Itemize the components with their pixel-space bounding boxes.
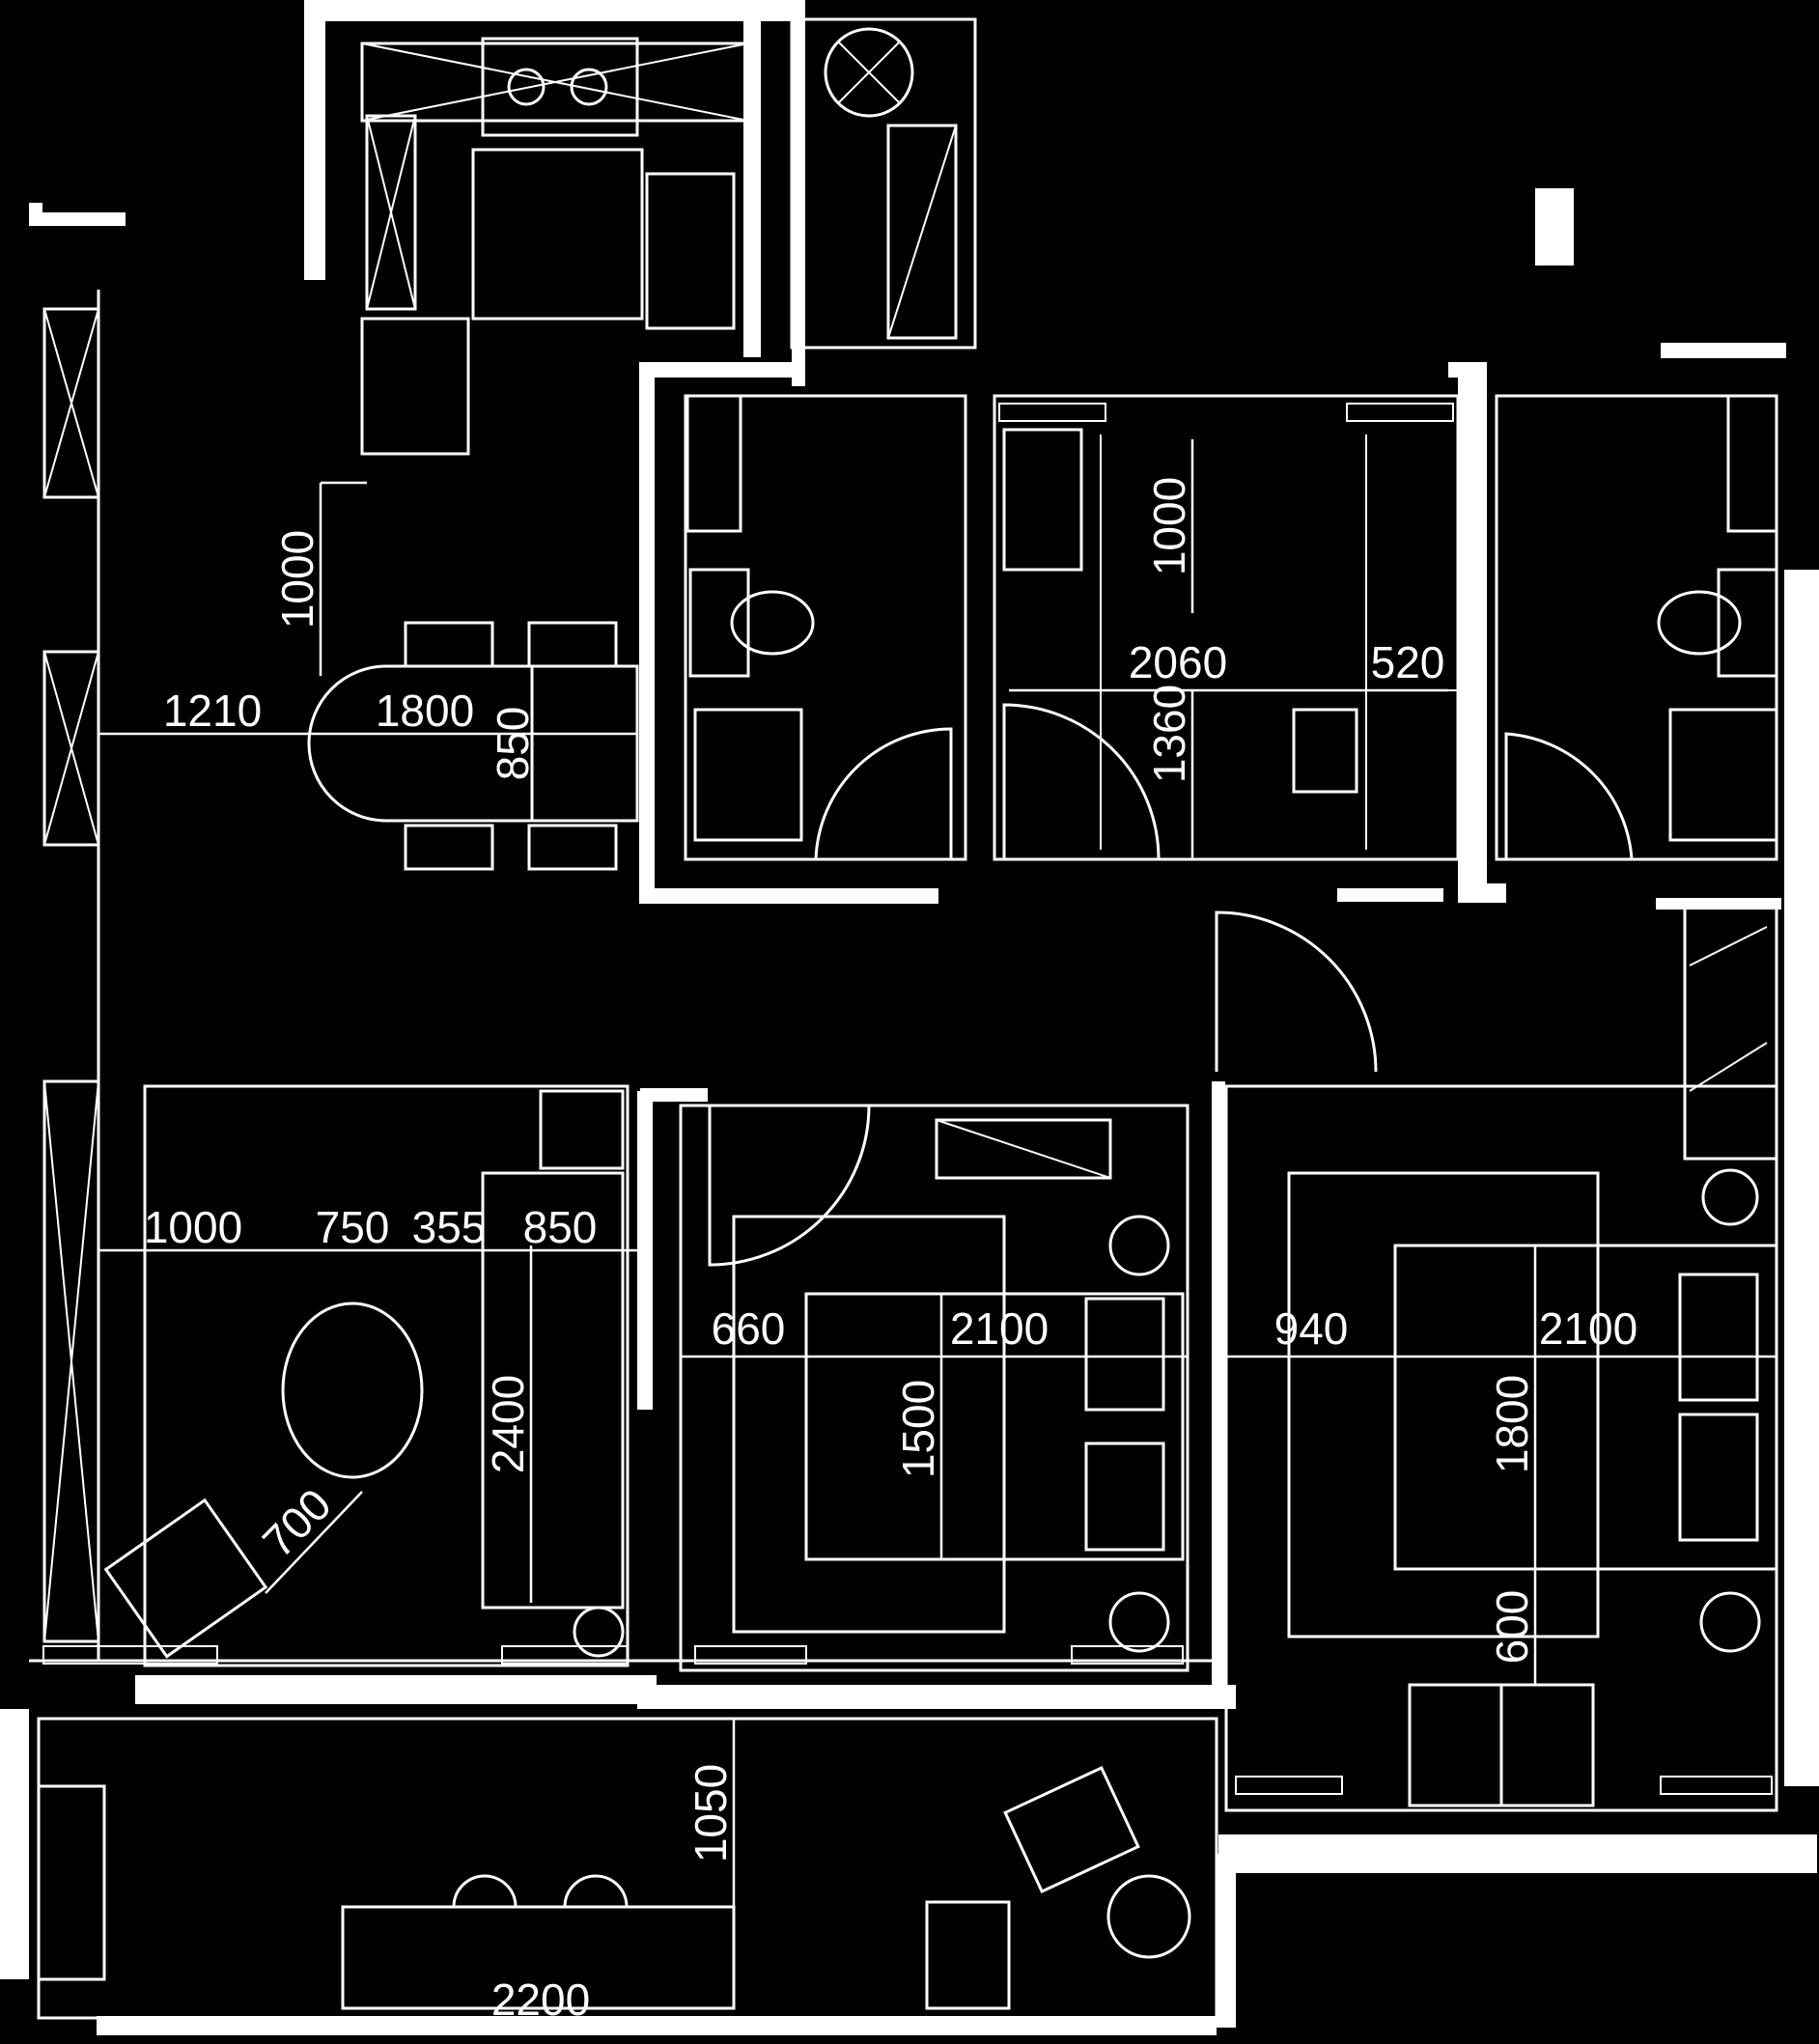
bed-icon — [1393, 1244, 1778, 1571]
armchair-icon — [1003, 1765, 1140, 1894]
bathroom-left — [684, 394, 967, 861]
door-swing-icon — [1215, 910, 1378, 1073]
door-swing-icon — [1002, 703, 1161, 860]
sink-icon — [645, 172, 736, 330]
stove-icon — [507, 68, 608, 106]
dim-label: 1000 — [1144, 477, 1194, 575]
door-swing-icon — [708, 1105, 871, 1267]
room-outlines — [29, 290, 1778, 2020]
balcony: 1050 2200 — [37, 1719, 1191, 2025]
bed-icon — [804, 1292, 1185, 1561]
master-bedroom: 940 2100 1800 600 — [1226, 1171, 1778, 1807]
dim-label: 1050 — [686, 1764, 736, 1862]
dim-label: 750 — [316, 1202, 390, 1252]
dim-label: 2060 — [1129, 637, 1227, 687]
armchair-icon — [103, 1498, 268, 1659]
dim-label: 1500 — [893, 1380, 943, 1478]
hallway — [1215, 906, 1778, 1226]
study: 1000 2060 520 1360 — [993, 394, 1460, 861]
living-room: 1000 750 355 850 2400 700 — [98, 1089, 637, 1659]
armchair-icon — [1292, 708, 1358, 794]
door-swing-icon — [814, 727, 953, 860]
dim-label: 1800 — [1487, 1375, 1537, 1473]
sofa-icon — [481, 1171, 625, 1610]
dim-label: 2200 — [491, 1974, 590, 2025]
toilet-icon — [688, 568, 815, 678]
bathroom-right — [1495, 394, 1778, 861]
door-swing-icon — [1504, 732, 1634, 860]
dim-label: 660 — [712, 1303, 786, 1354]
dim-label: 2100 — [1539, 1303, 1637, 1354]
dim-label: 1800 — [376, 686, 474, 736]
dim-label: 850 — [488, 707, 538, 781]
basin-icon — [1668, 708, 1778, 842]
bedroom-2: 660 2100 1500 — [681, 1105, 1188, 1653]
kitchen — [360, 17, 977, 456]
washing-machine-icon — [824, 27, 914, 118]
dim-label: 1360 — [1144, 685, 1194, 783]
dining-table-icon — [307, 664, 639, 823]
dim-label: 850 — [523, 1202, 598, 1252]
dim-label: 1210 — [163, 686, 262, 736]
dim-label: 520 — [1371, 637, 1445, 687]
curtain-icon — [42, 403, 1773, 1795]
basin-icon — [693, 708, 803, 842]
dim-label: 1000 — [272, 530, 322, 629]
dim-label: 355 — [412, 1202, 487, 1252]
dim-label: 2400 — [483, 1375, 533, 1473]
dim-label: 1000 — [144, 1202, 242, 1252]
dim-label: 600 — [1487, 1590, 1537, 1665]
dim-label: 2100 — [950, 1303, 1049, 1354]
dining-area: 1000 1210 1800 850 — [98, 481, 639, 871]
dim-label: 700 — [253, 1479, 341, 1567]
plant-icon — [1106, 1874, 1191, 1959]
dim-label: 940 — [1274, 1303, 1349, 1354]
toilet-icon — [1657, 568, 1778, 678]
